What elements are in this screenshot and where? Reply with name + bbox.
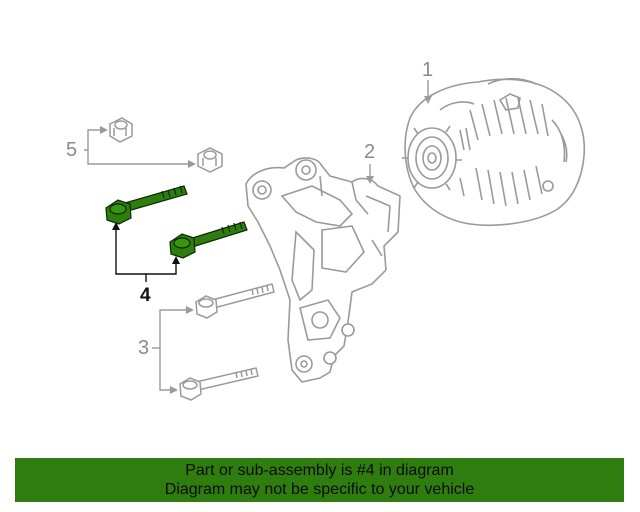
callout-3: 3: [138, 337, 150, 359]
spacer-lower-part[interactable]: [197, 147, 223, 173]
bolt-3-lower-part[interactable]: [179, 367, 259, 401]
banner-line-1: Part or sub-assembly is #4 in diagram: [185, 462, 454, 479]
callout-2: 2: [364, 141, 376, 163]
bolt-4-lower-part[interactable]: [169, 221, 248, 259]
bolt-3-upper-part[interactable]: [195, 283, 275, 319]
leader-lines: [84, 80, 432, 394]
alternator-part[interactable]: [402, 77, 586, 227]
callout-5: 5: [66, 139, 78, 161]
info-banner: Part or sub-assembly is #4 in diagram Di…: [15, 458, 624, 502]
callout-1: 1: [422, 59, 434, 81]
bolt-4-upper-part[interactable]: [105, 185, 188, 225]
callout-4: 4: [140, 285, 151, 306]
spacer-upper-part[interactable]: [109, 117, 133, 143]
banner-line-2: Diagram may not be specific to your vehi…: [164, 481, 475, 498]
mounting-bracket-part[interactable]: [245, 157, 401, 383]
